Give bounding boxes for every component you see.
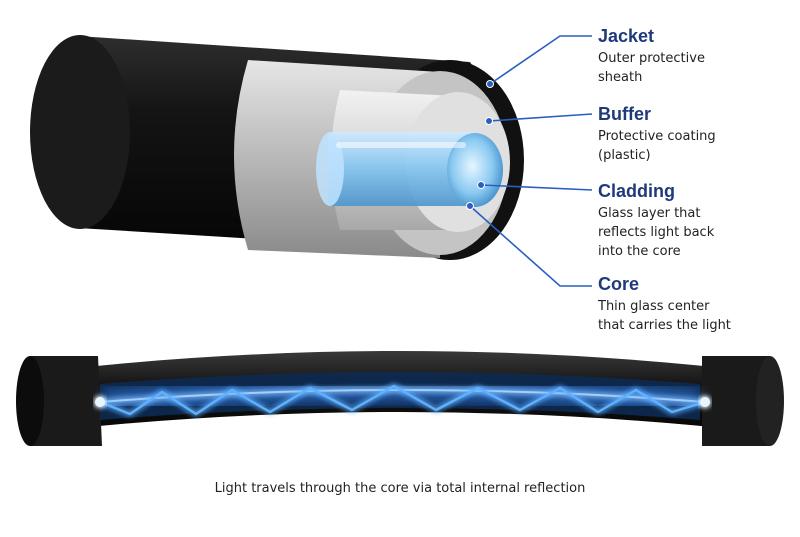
jacket-leader bbox=[489, 35, 592, 85]
core-body bbox=[328, 132, 478, 206]
cladding-description: Glass layer that reflects light back int… bbox=[598, 206, 715, 259]
cable-cutaway bbox=[30, 35, 524, 260]
core-leader bbox=[469, 205, 592, 287]
cladding-label: Cladding Glass layer that reflects light… bbox=[598, 180, 798, 261]
cladding-leader bbox=[480, 184, 593, 191]
light-source-right bbox=[700, 397, 710, 407]
light-path-cable bbox=[16, 351, 784, 446]
cladding-leader-dot bbox=[477, 181, 485, 189]
cable-left-cap-end bbox=[16, 356, 44, 446]
buffer-leader bbox=[488, 113, 593, 122]
buffer-label: Buffer Protective coating (plastic) bbox=[598, 103, 798, 165]
core-face bbox=[447, 133, 503, 207]
core-highlight bbox=[336, 142, 466, 148]
core-leader-dot bbox=[466, 202, 474, 210]
core-left-end bbox=[316, 132, 344, 206]
buffer-leader-dot bbox=[485, 117, 493, 125]
leader-lines bbox=[466, 35, 593, 287]
light-source-left bbox=[95, 397, 105, 407]
cable-right-cap-end bbox=[756, 356, 784, 446]
core-title: Core bbox=[598, 274, 640, 294]
buffer-description: Protective coating (plastic) bbox=[598, 129, 716, 163]
buffer-title: Buffer bbox=[598, 104, 651, 124]
light-zigzag bbox=[99, 384, 706, 416]
jacket-left-end bbox=[30, 35, 130, 229]
core-label: Core Thin glass center that carries the … bbox=[598, 273, 798, 335]
jacket-leader-dot bbox=[486, 80, 494, 88]
caption: Light travels through the core via total… bbox=[214, 481, 586, 496]
core-description: Thin glass center that carries the light bbox=[598, 299, 731, 333]
jacket-title: Jacket bbox=[598, 26, 655, 46]
jacket-label: Jacket Outer protective sheath bbox=[598, 25, 798, 87]
jacket-description: Outer protective sheath bbox=[598, 51, 705, 85]
cladding-title: Cladding bbox=[598, 181, 675, 201]
